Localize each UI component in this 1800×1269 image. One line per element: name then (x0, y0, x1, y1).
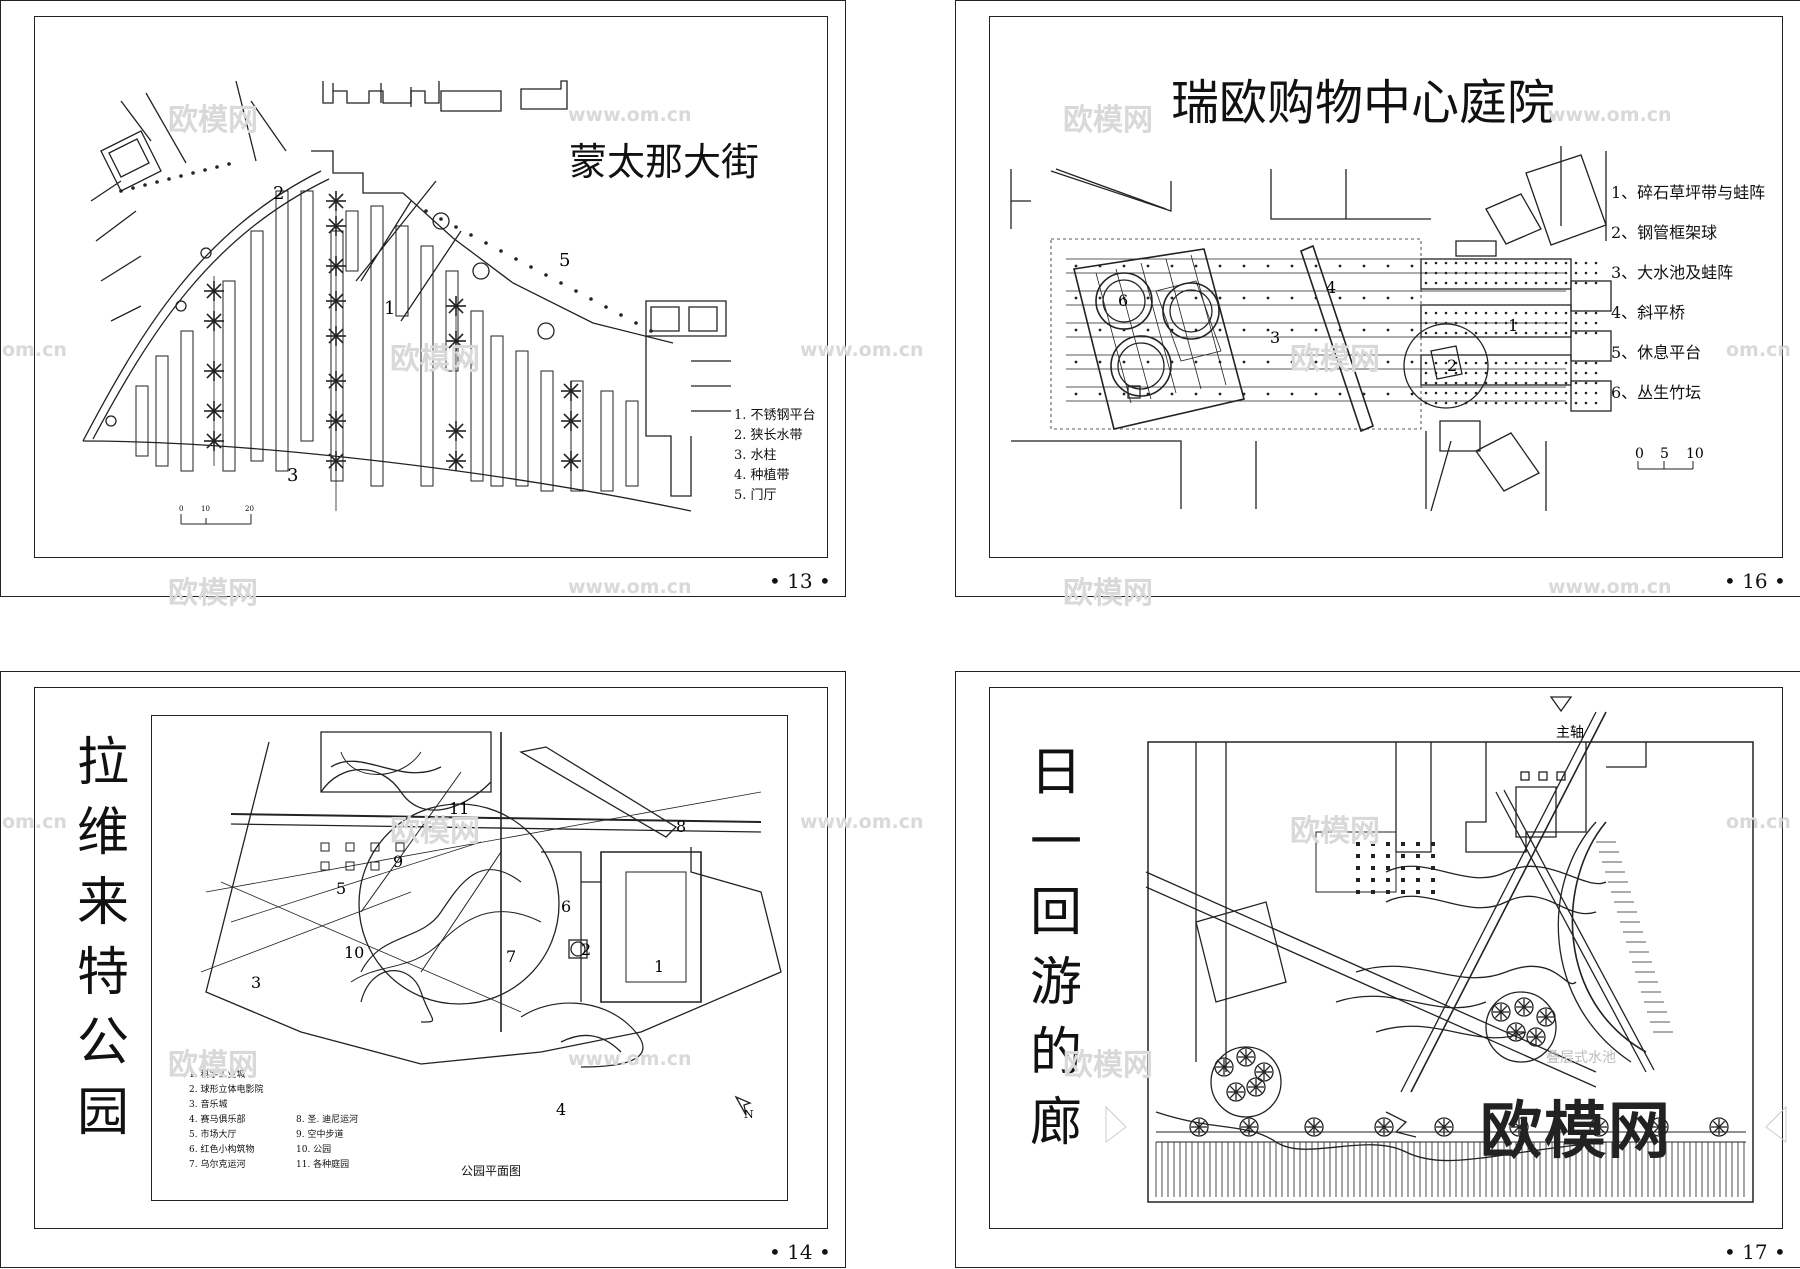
legend-item: 3. 水柱 (734, 448, 777, 463)
plan-label-2: 2 (273, 183, 284, 204)
plan-frame (151, 715, 788, 1201)
plan-label-1: 1 (1508, 316, 1518, 335)
legend-item: 9. 空中步道 (296, 1130, 344, 1140)
scale-0: 0 (179, 505, 183, 513)
plan-label-4: 4 (556, 1100, 566, 1119)
plan-label-3: 3 (251, 973, 261, 992)
legend-13: 1. 不锈钢平台 2. 狭长水带 3. 水柱 4. 种植带 5. 门厅 (734, 406, 816, 506)
legend-item: 4. 种植带 (734, 468, 790, 483)
page-number-13: • 13 • (769, 569, 831, 593)
plan-label-5: 5 (559, 250, 570, 271)
plan-la-villette: 1 2 3 4 5 6 7 8 9 10 11 N (200, 731, 782, 1121)
legend-item: 2. 狭长水带 (734, 428, 803, 443)
scale-20: 20 (245, 505, 254, 513)
plan-label-3: 3 (287, 465, 298, 486)
legend-item: 3. 音乐城 (189, 1100, 228, 1110)
title-char: 维 (76, 803, 129, 863)
plan-rio-courtyard: 0 5 10 1 2 3 4 6 (1010, 146, 1704, 512)
legend-16: 1、碎石草坪带与蛙阵 2、钢管框架球 3、大水池及蛙阵 4、斜平桥 5、休息平台… (1611, 173, 1765, 413)
title-char: 廊 (1029, 1093, 1082, 1153)
page-number-17: • 17 • (1724, 1240, 1786, 1264)
plan-label-5: 5 (336, 879, 346, 898)
sheet-16: 0 5 10 1 2 3 4 6 瑞欧购物中心庭院 1、碎石草坪带与蛙阵 2、钢… (955, 0, 1800, 597)
plan-label-2: 2 (1447, 356, 1457, 375)
axis-label: 主轴 (1556, 725, 1584, 741)
legend-item: 1. 科学工业城 (189, 1070, 246, 1080)
plan-label-3: 3 (1270, 328, 1280, 347)
plan-label-6: 6 (561, 897, 571, 916)
page-number-14: • 14 • (769, 1240, 831, 1264)
sheet-14: 拉 维 来 特 公 园 (0, 671, 846, 1268)
title-char: 的 (1029, 1023, 1082, 1083)
legend-item: 4. 赛马俱乐部 (189, 1115, 246, 1125)
sheet-14-frame (34, 687, 828, 1229)
plan-circuit-corridor: 主轴 叠层式水池 (1105, 696, 1787, 1203)
title-char: 公 (76, 1013, 129, 1073)
title-char: 园 (76, 1083, 129, 1143)
legend-item: 6. 红色小构筑物 (189, 1145, 255, 1155)
legend-item: 5. 市场大厅 (189, 1130, 237, 1140)
sheet-13: 0 10 20 1 2 3 5 蒙太那大街 1. 不锈钢平台 2. 狭长水带 3… (0, 0, 846, 597)
sheet-16-frame (989, 16, 1783, 558)
legend-item: 5、休息平台 (1611, 343, 1702, 362)
plan-label-6: 6 (1118, 291, 1128, 310)
plan-label-1: 1 (654, 957, 664, 976)
title-rio-courtyard: 瑞欧购物中心庭院 (1171, 75, 1556, 131)
sheet-13-frame (34, 16, 828, 558)
title-char: 特 (76, 943, 129, 1003)
legend-item: 6、丛生竹坛 (1611, 383, 1702, 402)
title-char: 游 (1029, 953, 1082, 1013)
plan-label-9: 9 (393, 852, 403, 871)
legend-item: 11. 各种庭园 (296, 1160, 350, 1170)
title-char: 拉 (76, 733, 129, 793)
legend-item: 5. 门厅 (734, 488, 777, 503)
plan-label-4: 4 (1326, 278, 1336, 297)
legend-item: 7. 乌尔克运河 (189, 1160, 246, 1170)
scale-10: 10 (201, 505, 210, 513)
plan-label-10: 10 (344, 943, 364, 962)
scale-5: 5 (1660, 446, 1669, 462)
north-label: N (744, 1108, 754, 1121)
plan-label-8: 8 (676, 817, 686, 836)
legend-item: 8. 圣. 迪尼运河 (296, 1115, 359, 1125)
scale-0: 0 (1635, 446, 1644, 462)
legend-item: 1、碎石草坪带与蛙阵 (1611, 183, 1766, 202)
plan-label-11: 11 (449, 799, 469, 818)
faint-label: 叠层式水池 (1546, 1050, 1616, 1066)
legend-item: 4、斜平桥 (1611, 303, 1686, 322)
sheet-17-frame (989, 687, 1783, 1229)
scale-10: 10 (1686, 446, 1704, 462)
legend-14-col1: 1. 科学工业城 2. 球形立体电影院 3. 音乐城 4. 赛马俱乐部 5. 市… (189, 1068, 263, 1173)
legend-item: 2、钢管框架球 (1611, 223, 1718, 242)
plan-label-2: 2 (581, 940, 591, 959)
page-number-16: • 16 • (1724, 569, 1786, 593)
title-montana-street: 蒙太那大街 (569, 140, 760, 184)
plan-caption: 公园平面图 (461, 1164, 522, 1178)
legend-item: 3、大水池及蛙阵 (1611, 263, 1734, 282)
plan-label-1: 1 (384, 298, 395, 319)
legend-item: 10. 公园 (296, 1145, 332, 1155)
title-char: 日 (1029, 743, 1082, 803)
legend-item: 1. 不锈钢平台 (734, 408, 816, 423)
plan-label-7: 7 (506, 947, 516, 966)
sheet-17: 日 一 回 游 的 廊 (955, 671, 1800, 1268)
title-circuit-corridor: 日 一 回 游 的 廊 (1026, 738, 1086, 1158)
title-char: 来 (76, 873, 129, 933)
title-char: 回 (1029, 883, 1082, 943)
legend-14-col2: 8. 圣. 迪尼运河 9. 空中步道 10. 公园 11. 各种庭园 (296, 1113, 358, 1173)
plan-montana-street: 0 10 20 1 2 3 5 (82, 80, 731, 525)
legend-item: 2. 球形立体电影院 (189, 1085, 264, 1095)
title-la-villette-park: 拉 维 来 特 公 园 (73, 728, 133, 1148)
title-char: 一 (1029, 813, 1082, 873)
